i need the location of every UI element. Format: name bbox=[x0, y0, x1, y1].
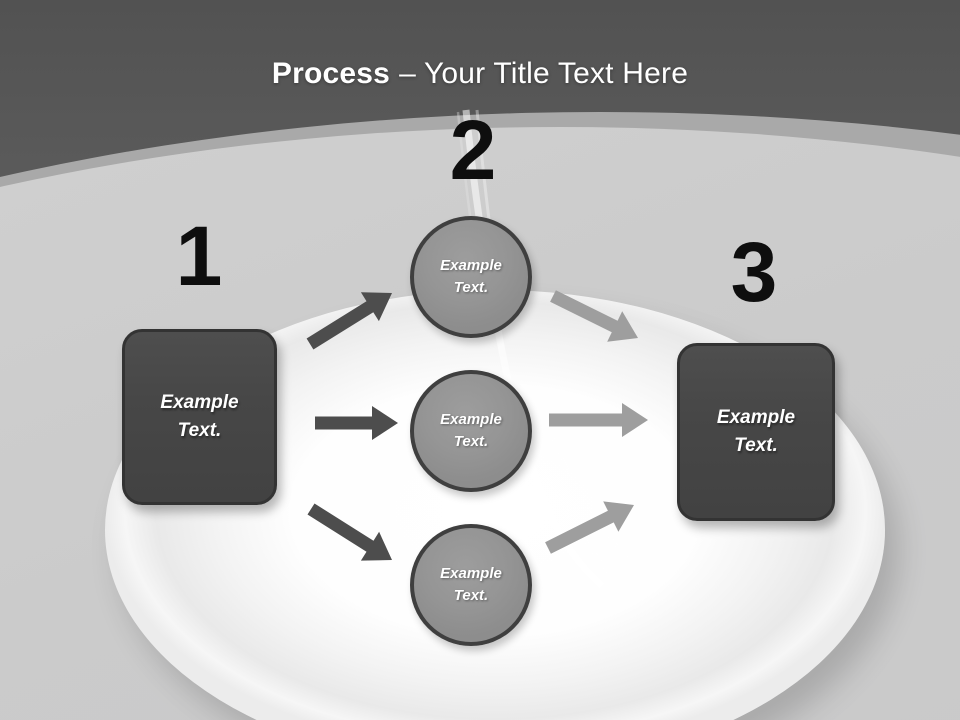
arrow-dark-middle-icon bbox=[315, 406, 398, 440]
slide-title-rest: – Your Title Text Here bbox=[399, 57, 689, 90]
arrow-light-down-icon bbox=[550, 290, 638, 342]
arrow-light-middle-icon bbox=[549, 403, 648, 437]
arrow-light-up-icon bbox=[545, 501, 634, 554]
slide-title: Process– Your Title Text Here bbox=[0, 54, 960, 94]
arrow-dark-up-icon bbox=[306, 292, 392, 350]
step2-circle-3-label: Example Text. bbox=[440, 564, 502, 605]
slide-title-emphasis: Process bbox=[271, 57, 391, 90]
step2-circle-2: Example Text. bbox=[410, 370, 532, 492]
step2-circle-2-label: Example Text. bbox=[440, 410, 502, 451]
step-number-2: 2 bbox=[449, 103, 497, 197]
arrow-dark-down-icon bbox=[307, 503, 392, 561]
step1-box: Example Text. bbox=[122, 329, 277, 505]
step2-circle-3: Example Text. bbox=[410, 524, 532, 646]
step1-box-label: Example Text. bbox=[160, 392, 239, 441]
step-number-1: 1 bbox=[175, 209, 223, 303]
step-number-3: 3 bbox=[730, 225, 778, 319]
step2-circle-1: Example Text. bbox=[410, 216, 532, 338]
step3-box-label: Example Text. bbox=[716, 407, 796, 456]
step3-box: Example Text. bbox=[677, 343, 835, 521]
step2-circle-1-label: Example Text. bbox=[440, 256, 502, 297]
